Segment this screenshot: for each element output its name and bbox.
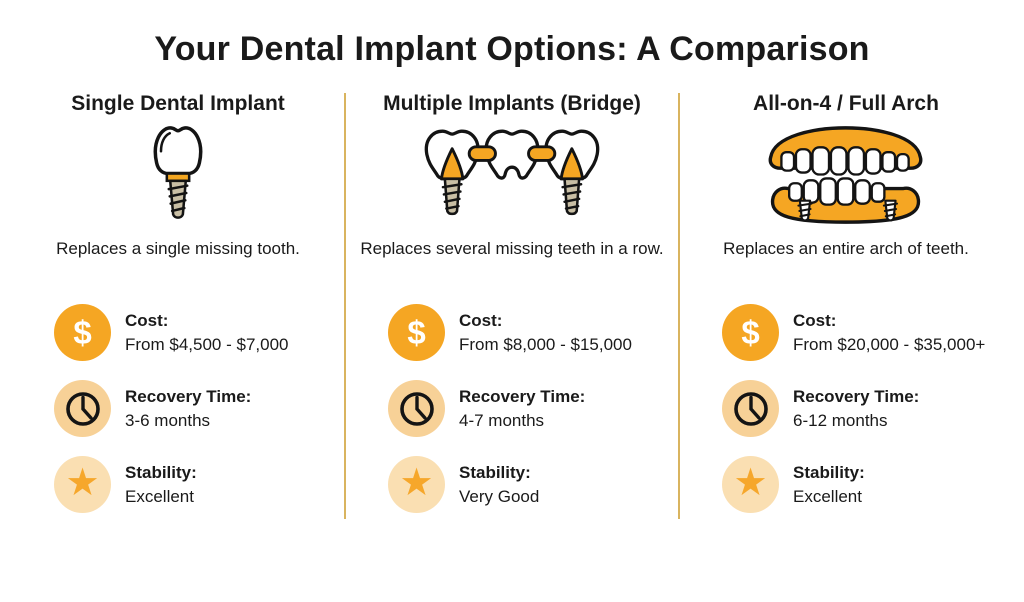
- clock-icon: [54, 380, 111, 438]
- feature-text: Cost: From $8,000 - $15,000: [459, 309, 632, 357]
- feature-label: Stability:: [125, 462, 197, 482]
- feature-list: $ Cost: From $4,500 - $7,000 Recovery Ti…: [18, 304, 338, 514]
- feature-label: Stability:: [459, 462, 531, 482]
- feature-value: From $4,500 - $7,000: [125, 334, 289, 354]
- feature-text: Cost: From $4,500 - $7,000: [125, 309, 288, 357]
- feature-recovery: Recovery Time: 4-7 months: [388, 380, 672, 438]
- feature-text: Recovery Time: 3-6 months: [125, 385, 251, 433]
- comparison-columns: Single Dental Implant Replaces a single …: [0, 91, 1024, 532]
- feature-cost: $ Cost: From $8,000 - $15,000: [388, 304, 672, 362]
- feature-list: $ Cost: From $20,000 - $35,000+ Recovery…: [686, 304, 1006, 514]
- dollar-icon: $: [388, 304, 445, 362]
- column-single-implant: Single Dental Implant Replaces a single …: [18, 91, 338, 532]
- implant-bridge-icon: [424, 129, 600, 216]
- clock-icon: [722, 380, 779, 438]
- clock-icon: [388, 380, 445, 438]
- column-divider: [678, 93, 680, 519]
- feature-stability: ★ Stability: Excellent: [54, 456, 338, 514]
- feature-label: Cost:: [125, 310, 169, 330]
- feature-recovery: Recovery Time: 3-6 months: [54, 380, 338, 438]
- feature-label: Recovery Time:: [459, 386, 586, 406]
- column-heading: Single Dental Implant: [71, 92, 285, 115]
- full-arch-denture-icon: [768, 126, 923, 225]
- feature-text: Stability: Very Good: [459, 461, 539, 509]
- column-full-arch: All-on-4 / Full Arch: [686, 91, 1006, 532]
- implant-bridge-icon: [352, 121, 672, 229]
- feature-text: Cost: From $20,000 - $35,000+: [793, 309, 985, 357]
- feature-value: From $20,000 - $35,000+: [793, 334, 986, 354]
- single-dental-implant-icon: [153, 126, 203, 220]
- feature-value: 4-7 months: [459, 410, 545, 430]
- dollar-icon: $: [722, 304, 779, 362]
- feature-value: From $8,000 - $15,000: [459, 334, 632, 354]
- feature-label: Recovery Time:: [793, 386, 920, 406]
- feature-text: Recovery Time: 6-12 months: [793, 385, 919, 433]
- column-divider: [344, 93, 346, 519]
- column-description: Replaces several missing teeth in a row.: [360, 239, 664, 259]
- feature-stability: ★ Stability: Excellent: [722, 456, 1006, 514]
- feature-cost: $ Cost: From $20,000 - $35,000+: [722, 304, 1006, 362]
- feature-list: $ Cost: From $8,000 - $15,000 Recovery T…: [352, 304, 672, 514]
- feature-value: Excellent: [793, 486, 862, 506]
- feature-cost: $ Cost: From $4,500 - $7,000: [54, 304, 338, 362]
- feature-stability: ★ Stability: Very Good: [388, 456, 672, 514]
- page-title: Your Dental Implant Options: A Compariso…: [154, 30, 870, 68]
- column-bridge: Multiple Implants (Bridge): [352, 91, 672, 532]
- dollar-icon: $: [54, 304, 111, 362]
- feature-value: 3-6 months: [125, 410, 211, 430]
- feature-text: Stability: Excellent: [125, 461, 197, 509]
- column-description: Replaces an entire arch of teeth.: [723, 239, 969, 259]
- star-icon: ★: [722, 456, 779, 514]
- feature-text: Stability: Excellent: [793, 461, 865, 509]
- feature-value: 6-12 months: [793, 410, 888, 430]
- column-heading: Multiple Implants (Bridge): [383, 92, 641, 115]
- feature-recovery: Recovery Time: 6-12 months: [722, 380, 1006, 438]
- full-arch-denture-icon: [686, 121, 1006, 229]
- star-icon: ★: [388, 456, 445, 514]
- feature-label: Cost:: [459, 310, 503, 330]
- feature-label: Cost:: [793, 310, 837, 330]
- column-description: Replaces a single missing tooth.: [56, 239, 300, 259]
- feature-value: Very Good: [459, 486, 540, 506]
- feature-label: Recovery Time:: [125, 386, 252, 406]
- single-dental-implant-icon: [18, 121, 338, 229]
- column-heading: All-on-4 / Full Arch: [753, 92, 939, 115]
- feature-label: Stability:: [793, 462, 865, 482]
- star-icon: ★: [54, 456, 111, 514]
- feature-value: Excellent: [125, 486, 194, 506]
- feature-text: Recovery Time: 4-7 months: [459, 385, 585, 433]
